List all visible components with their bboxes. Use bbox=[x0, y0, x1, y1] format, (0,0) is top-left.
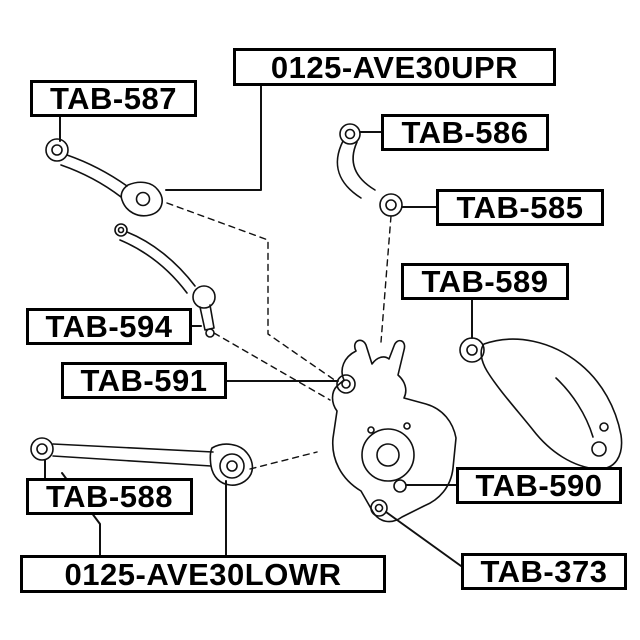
ball-joint-tab594-drawing bbox=[192, 285, 216, 309]
part-label-0125-ave30lowr: 0125-AVE30LOWR bbox=[20, 555, 386, 593]
bushing-tab587-drawing bbox=[45, 138, 69, 162]
part-label-tab589: TAB-589 bbox=[401, 263, 569, 300]
part-label-tab594: TAB-594 bbox=[26, 308, 192, 345]
bushing-tab588-drawing bbox=[30, 437, 54, 461]
assembly-dashed-lines bbox=[166, 202, 392, 470]
upper-lateral-rod-drawing bbox=[45, 138, 163, 217]
part-label-tab373: TAB-373 bbox=[461, 553, 627, 590]
part-label-tab587: TAB-587 bbox=[30, 80, 197, 117]
part-label-tab585: TAB-585 bbox=[436, 189, 604, 226]
part-label-tab586: TAB-586 bbox=[381, 114, 549, 151]
bushing-tab373-drawing bbox=[370, 499, 388, 517]
bushing-tab586-drawing bbox=[339, 123, 361, 145]
bushing-tab585-drawing bbox=[379, 193, 403, 217]
bushing-tab591-drawing bbox=[336, 374, 356, 394]
part-label-tab591: TAB-591 bbox=[61, 362, 227, 399]
rear-lower-arm-drawing bbox=[459, 337, 623, 470]
bushing-tab589-drawing bbox=[459, 337, 485, 363]
part-label-tab590: TAB-590 bbox=[456, 467, 622, 504]
hub-bore-drawing bbox=[361, 428, 415, 482]
part-label-0125-ave30upr: 0125-AVE30UPR bbox=[233, 48, 556, 86]
bolt-tab590-drawing bbox=[393, 479, 407, 493]
part-label-tab588: TAB-588 bbox=[26, 478, 193, 515]
lower-front-arm-drawing bbox=[30, 437, 254, 486]
knuckle-drawing bbox=[331, 339, 457, 523]
